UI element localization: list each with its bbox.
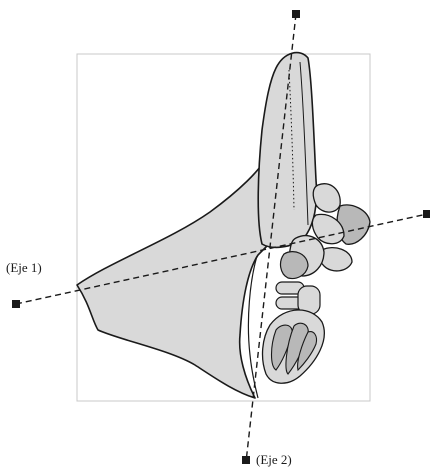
axis-1-end-marker: [423, 210, 430, 218]
axis-1-label: (Eje 1): [6, 260, 42, 275]
blade-ridge: [248, 256, 258, 398]
bone-blade: [77, 158, 268, 398]
axis-2-label: (Eje 2): [256, 452, 292, 467]
axis-1-start-marker: [12, 300, 20, 308]
lobe-upper-right: [313, 184, 340, 212]
axis-2-end-marker: [242, 456, 250, 464]
articulation-shaded: [281, 252, 308, 279]
axis-2-start-marker: [292, 10, 300, 18]
